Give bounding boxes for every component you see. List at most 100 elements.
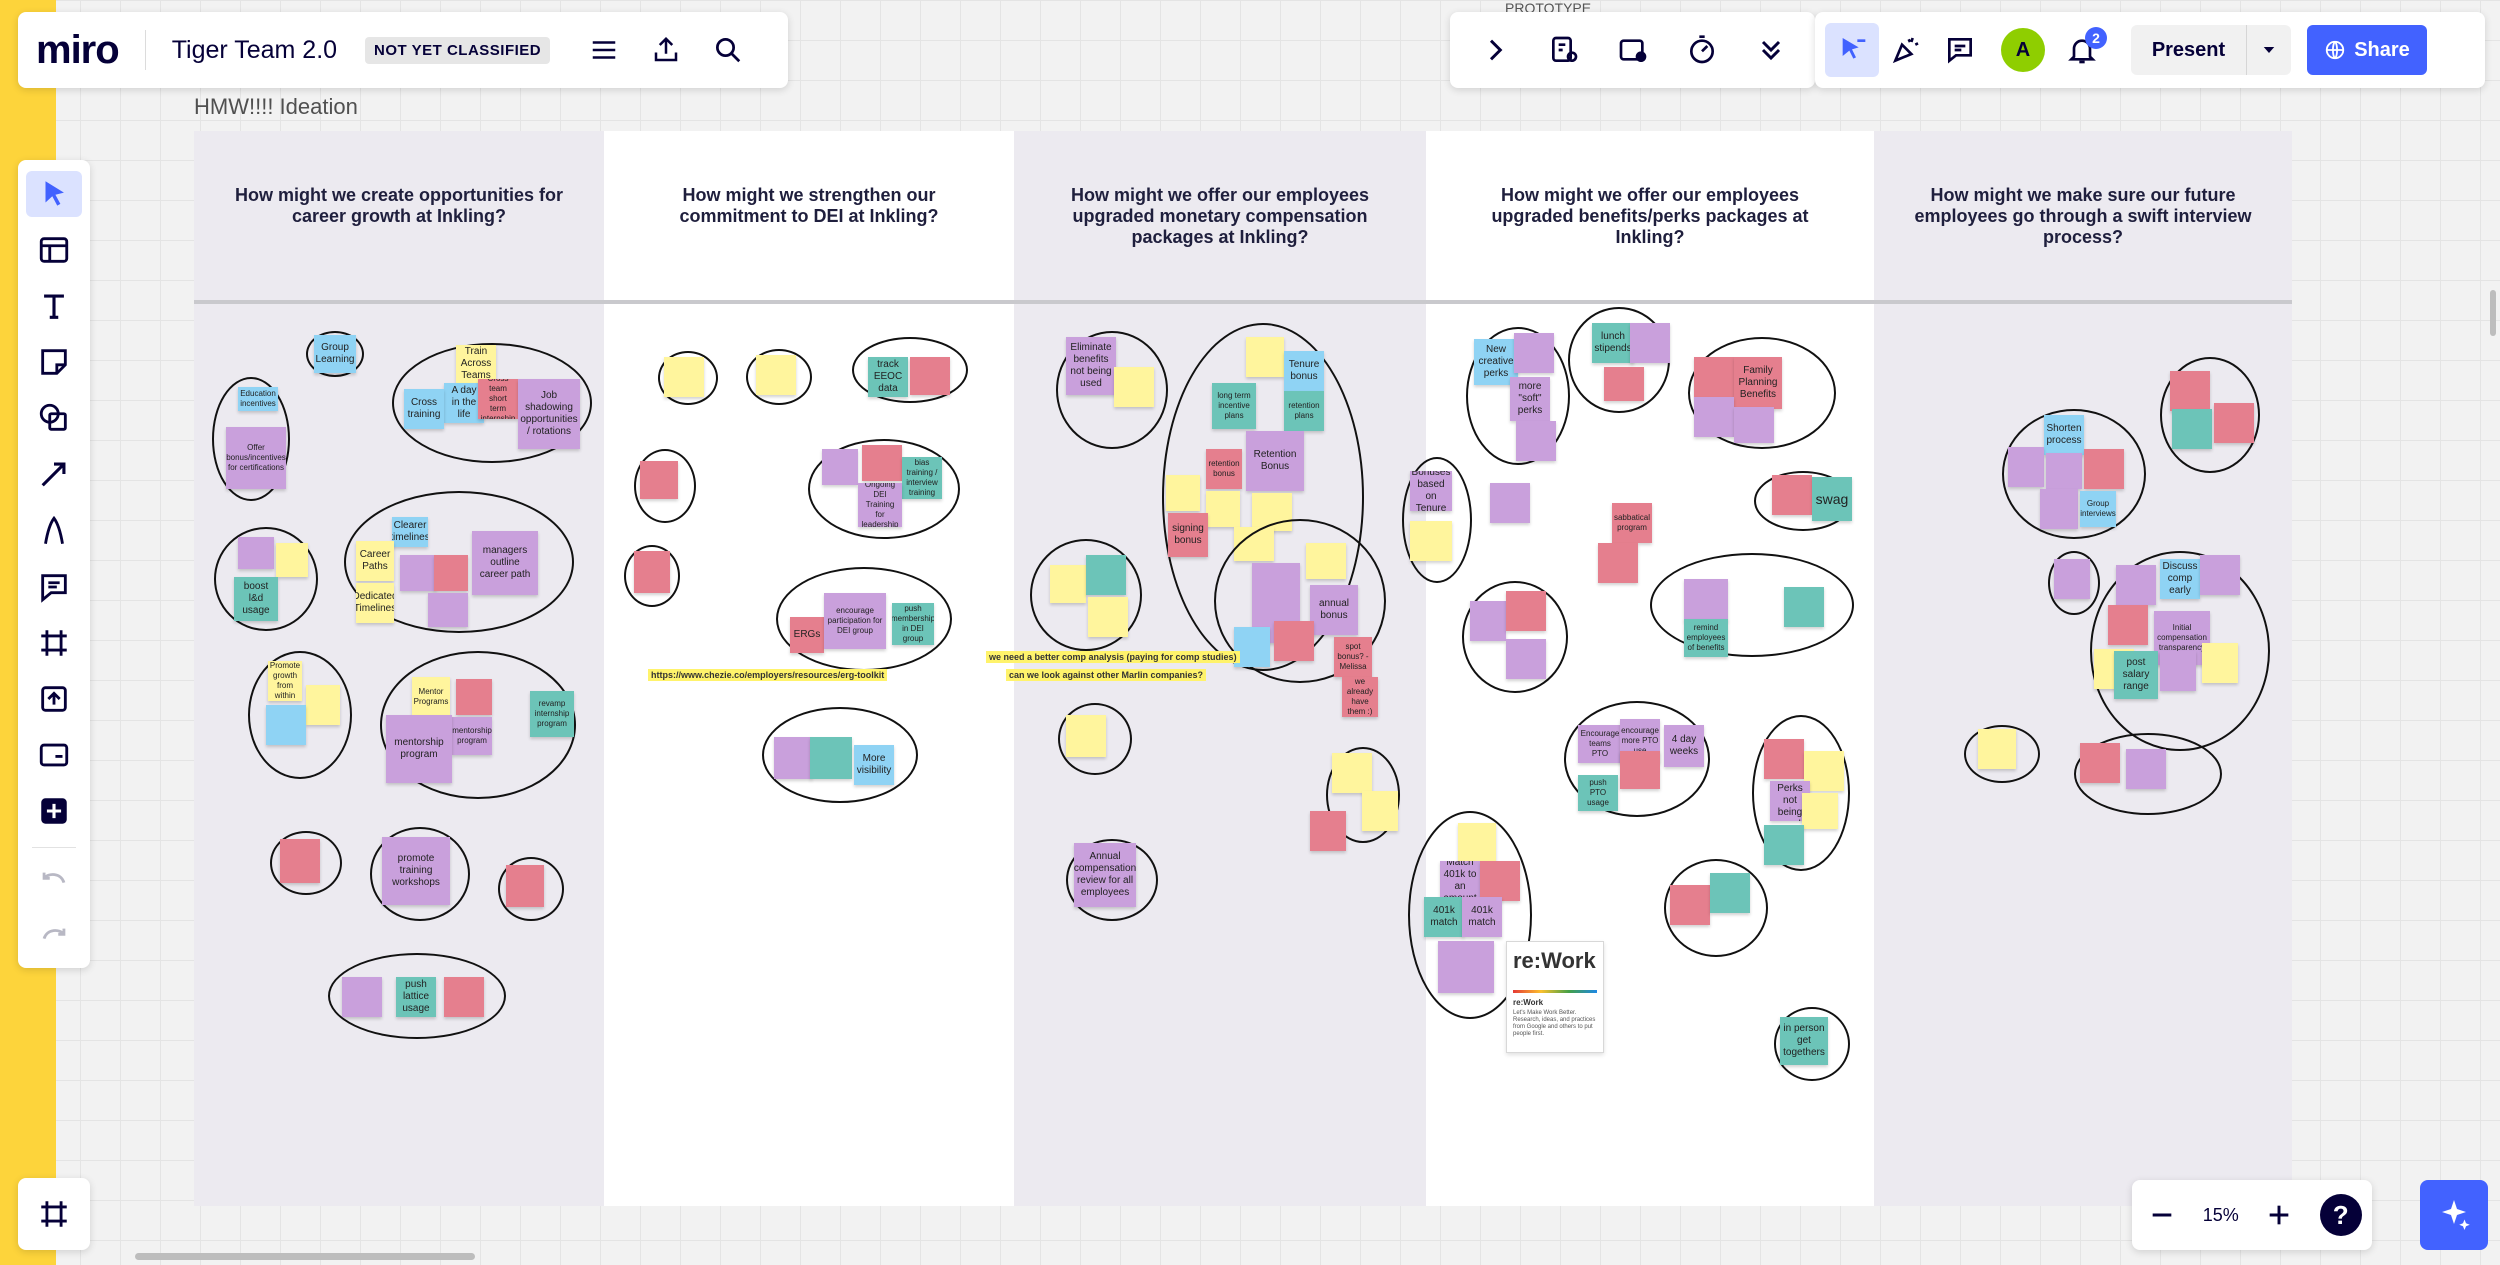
sticky-note[interactable]	[1804, 751, 1844, 791]
sticky-note[interactable]: mentorship program	[452, 717, 492, 755]
sticky-note[interactable]	[1246, 337, 1284, 377]
sticky-note[interactable]: lunch stipends	[1592, 323, 1634, 363]
drawn-circle[interactable]	[1564, 701, 1710, 817]
sticky-note[interactable]: remind employees of benefits	[1684, 619, 1728, 657]
drawn-circle[interactable]	[2002, 409, 2146, 539]
sticky-note[interactable]: Education incentives	[238, 387, 278, 411]
drawn-circle[interactable]	[248, 651, 352, 779]
sticky-note[interactable]: More visibility	[854, 745, 894, 785]
sticky-note[interactable]	[444, 977, 484, 1017]
sticky-note[interactable]	[664, 357, 704, 397]
drawn-circle[interactable]	[1752, 715, 1850, 871]
template-icon[interactable]	[1537, 23, 1591, 77]
frame-view-icon[interactable]	[1606, 23, 1660, 77]
sticky-note[interactable]: promote training workshops	[382, 837, 450, 905]
sticky-note[interactable]: retention plans	[1284, 391, 1324, 431]
sticky-note[interactable]: ERGs	[790, 617, 824, 653]
sticky-note[interactable]: Ongoing DEI Training for leadership	[858, 483, 902, 527]
sticky-note[interactable]: revamp internship program	[530, 691, 574, 737]
classification-badge[interactable]: NOT YET CLASSIFIED	[365, 36, 551, 64]
notifications-bell-icon[interactable]: 2	[2055, 23, 2109, 77]
sticky-note[interactable]	[1734, 407, 1774, 443]
sticky-note[interactable]: Mentor Programs	[412, 677, 450, 717]
drawn-circle[interactable]	[808, 439, 960, 539]
sticky-note[interactable]	[2116, 565, 2156, 605]
sticky-note[interactable]	[1620, 751, 1660, 789]
frame-tool-icon[interactable]	[26, 620, 82, 666]
drawn-circle[interactable]	[1326, 747, 1400, 843]
sticky-note[interactable]	[2046, 453, 2082, 489]
sticky-note[interactable]: signing bonus	[1168, 513, 1208, 557]
sticky-note[interactable]	[1480, 861, 1520, 901]
text-tool-icon[interactable]	[26, 283, 82, 329]
sticky-note[interactable]	[910, 357, 950, 395]
sticky-note[interactable]	[2160, 651, 2196, 691]
sticky-note[interactable]	[276, 543, 308, 577]
upload-tool-icon[interactable]	[26, 676, 82, 722]
sticky-note[interactable]	[2214, 403, 2254, 443]
sticky-note[interactable]: more "soft" perks	[1510, 377, 1550, 421]
templates-tool-icon[interactable]	[26, 227, 82, 273]
sticky-note[interactable]: Family Planning Benefits	[1734, 357, 1782, 409]
drawn-circle[interactable]	[746, 349, 812, 405]
drawn-circle[interactable]	[380, 651, 576, 799]
sticky-note[interactable]	[1598, 543, 1638, 583]
sticky-note[interactable]: A day in the life	[444, 383, 484, 423]
zoom-level[interactable]: 15%	[2202, 1204, 2239, 1225]
shapes-tool-icon[interactable]	[26, 395, 82, 441]
sticky-note[interactable]	[280, 839, 320, 883]
sticky-note[interactable]: 401k match	[1462, 897, 1502, 937]
ai-assist-sparkle-icon[interactable]	[2420, 1180, 2488, 1250]
sticky-note[interactable]	[2084, 449, 2124, 489]
sticky-note[interactable]: 401k match	[1424, 897, 1464, 937]
sticky-note[interactable]: Offer bonus/incentives for certification…	[226, 427, 286, 489]
sticky-note[interactable]: Job shadowing opportunities / rotations	[518, 379, 580, 449]
sticky-note[interactable]: Match 401k to an amount	[1440, 861, 1480, 901]
drawn-circle[interactable]	[1056, 331, 1168, 449]
sticky-note[interactable]: Promote growth from within	[268, 661, 302, 701]
drawn-circle[interactable]	[1688, 337, 1836, 449]
sticky-note[interactable]	[1772, 475, 1812, 515]
sticky-note-tool-icon[interactable]	[26, 339, 82, 385]
drawn-circle[interactable]	[392, 343, 592, 463]
sticky-note[interactable]: Encourage teams PTO	[1578, 725, 1622, 763]
sticky-note[interactable]	[266, 705, 306, 745]
search-icon[interactable]	[708, 30, 748, 70]
sticky-note[interactable]	[810, 737, 852, 779]
drawn-circle[interactable]	[624, 545, 680, 607]
sticky-note[interactable]: 4 day weeks	[1664, 725, 1704, 767]
sticky-note[interactable]	[1516, 421, 1556, 461]
sticky-note[interactable]	[1458, 823, 1496, 861]
help-icon[interactable]: ?	[2319, 1194, 2362, 1236]
sticky-note[interactable]: Cross training	[404, 389, 444, 429]
drawn-circle[interactable]	[1402, 457, 1472, 583]
sticky-note[interactable]	[774, 737, 812, 779]
miro-logo[interactable]: miro	[36, 27, 120, 72]
sticky-note[interactable]	[1086, 555, 1126, 595]
drawn-circle[interactable]	[1030, 539, 1142, 651]
sticky-note[interactable]	[1274, 621, 1314, 661]
highlighted-text[interactable]: can we look against other Marlin compani…	[1006, 669, 1207, 681]
sticky-note[interactable]	[1066, 715, 1106, 757]
sticky-note[interactable]: Dedicated Timelines	[356, 583, 394, 623]
zoom-in-icon[interactable]	[2259, 1195, 2299, 1235]
frame-title[interactable]: HMW!!!! Ideation	[194, 94, 358, 119]
sticky-note[interactable]	[2172, 409, 2212, 449]
drawn-circle[interactable]	[370, 827, 470, 921]
sticky-note[interactable]	[1310, 811, 1346, 851]
drawn-circle[interactable]	[212, 377, 290, 501]
sticky-note[interactable]	[1710, 873, 1750, 913]
sticky-note[interactable]: encourage participation for DEI group	[824, 593, 886, 649]
sticky-note[interactable]: Annual compensation review for all emplo…	[1074, 843, 1136, 907]
sticky-note[interactable]: in person get togethers	[1780, 1017, 1828, 1065]
drawn-circle[interactable]	[1462, 581, 1568, 693]
sticky-note[interactable]	[2080, 743, 2120, 783]
sticky-note[interactable]	[1410, 521, 1452, 561]
sticky-note[interactable]: Group interviews	[2080, 491, 2116, 527]
sticky-note[interactable]: bias training / interview training	[902, 457, 942, 499]
sticky-note[interactable]: retention bonus	[1206, 449, 1242, 489]
sticky-note[interactable]	[1630, 323, 1670, 363]
cursor-mode-icon[interactable]	[1825, 23, 1879, 77]
sticky-note[interactable]	[756, 355, 796, 395]
sticky-note[interactable]	[1206, 491, 1240, 527]
